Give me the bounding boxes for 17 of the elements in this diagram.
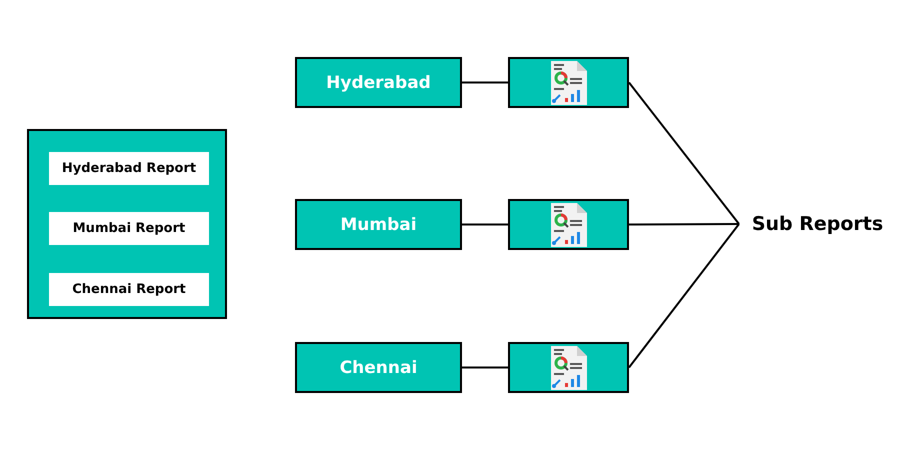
sub-report-box: [508, 199, 629, 250]
city-box: Mumbai: [295, 199, 462, 250]
group-label: Sub Reports: [745, 208, 890, 240]
report-container-box: [27, 129, 227, 319]
sub-report-box: [508, 57, 629, 108]
report-item: Hyderabad Report: [49, 152, 209, 185]
report-item: Mumbai Report: [49, 212, 209, 245]
city-box: Chennai: [295, 342, 462, 393]
city-box: Hyderabad: [295, 57, 462, 108]
connector-line: [462, 82, 508, 84]
sub-report-box: [508, 342, 629, 393]
connector-line: [462, 366, 508, 368]
connector-line: [628, 223, 740, 368]
report-item: Chennai Report: [49, 273, 209, 306]
connector-line: [628, 82, 740, 225]
connector-line: [629, 223, 739, 226]
connector-line: [462, 224, 508, 226]
